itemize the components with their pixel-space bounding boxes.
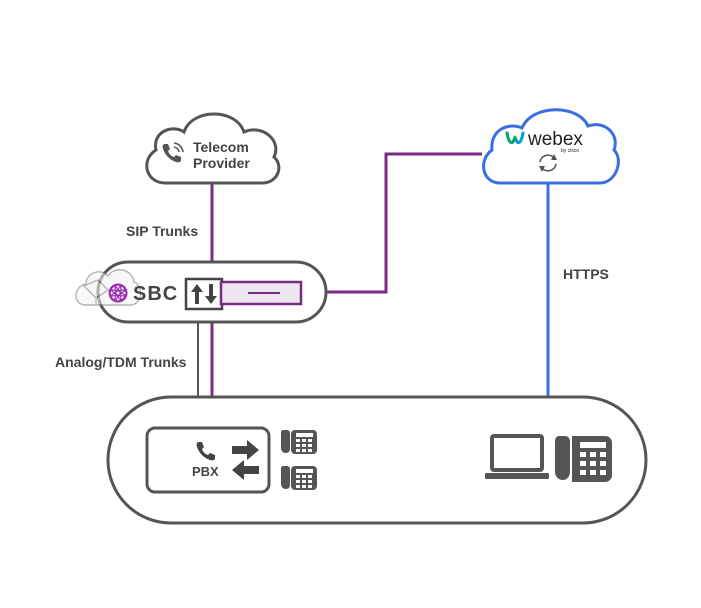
sbc-webex-line (300, 152, 482, 294)
phone-signal-icon (162, 142, 184, 163)
analog-tdm-trunks-label: Analog/TDM Trunks (55, 354, 187, 370)
sbc-label: SBC (133, 283, 178, 305)
sbc-connector (219, 280, 303, 306)
pbx-label: PBX (192, 464, 219, 479)
webex-cloud: webex by cisco (482, 108, 620, 185)
webex-brand: webex (527, 129, 583, 150)
laptop-icon (485, 434, 549, 479)
flower-badge-icon (108, 283, 128, 303)
telecom-provider-cloud: Telecom Provider (145, 112, 281, 185)
telecom-cloud-line1: Telecom (193, 139, 249, 155)
sync-icon (539, 154, 557, 172)
pbx-node[interactable]: PBX (145, 426, 271, 494)
https-label: HTTPS (563, 266, 609, 282)
desk-phone-icon (281, 466, 317, 490)
desk-phone-icon (555, 436, 612, 482)
phone-icon (196, 442, 215, 461)
arrow-left-icon (232, 460, 259, 480)
arrow-right-icon (232, 440, 259, 460)
up-down-arrows-icon[interactable] (184, 277, 224, 311)
desk-phone-icon (281, 430, 317, 454)
webex-logo-icon (505, 131, 525, 144)
telecom-cloud-line2: Provider (193, 155, 250, 171)
sbc-node[interactable]: SBC (75, 260, 328, 324)
appliance-icon (75, 269, 142, 306)
webex-byline: by cisco (561, 148, 579, 154)
sip-trunks-label: SIP Trunks (126, 223, 198, 239)
